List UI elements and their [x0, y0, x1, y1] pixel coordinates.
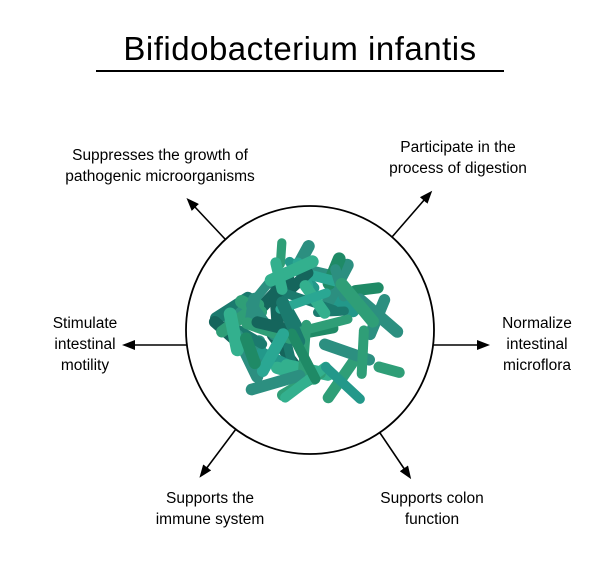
bacterium-rod	[240, 332, 261, 370]
bacterium-rod	[373, 361, 405, 378]
arrow-top-right	[391, 190, 433, 238]
bacteria-cluster	[208, 238, 405, 404]
arrow-bottom-right	[379, 432, 412, 480]
bacterium-rod	[223, 307, 244, 357]
label-digestion: Participate in the process of digestion	[389, 139, 527, 177]
bacterium-rod	[349, 282, 384, 297]
label-immune-system: Supports the immune system	[155, 490, 265, 528]
title-underline	[96, 70, 504, 72]
bacterium-rod	[256, 328, 290, 377]
bacterium-rod	[286, 328, 321, 385]
label-colon-function: Supports colon function	[380, 490, 484, 528]
bacterium-rod	[270, 257, 288, 295]
bacterium-rod	[335, 277, 379, 328]
label-suppresses-growth: Suppresses the growth of pathogenic micr…	[65, 147, 255, 185]
bacterium-rod	[356, 325, 369, 379]
arrow-bottom-left	[199, 428, 237, 478]
page-title: Bifidobacterium infantis	[123, 30, 477, 67]
bacterium-rod	[280, 361, 331, 403]
bacterium-rod	[294, 314, 353, 337]
label-intestinal-microflora: Normalize intestinal microflora	[502, 315, 572, 374]
bacterium-rod	[320, 362, 365, 404]
bacterium-rod	[245, 369, 306, 396]
arrow-top-left	[186, 197, 226, 240]
label-intestinal-motility: Stimulate intestinal motility	[52, 315, 118, 374]
